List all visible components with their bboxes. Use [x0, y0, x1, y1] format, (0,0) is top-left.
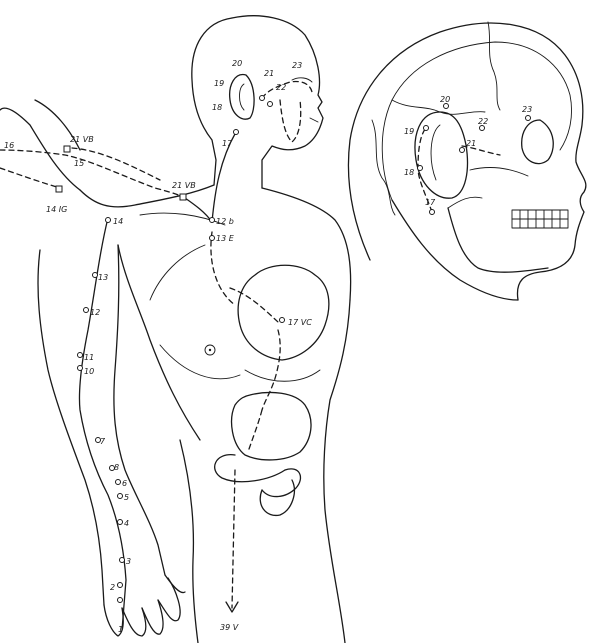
label-11: 11: [84, 353, 94, 362]
label-14: 14: [113, 217, 123, 226]
skull-label-21: 21: [466, 139, 476, 148]
skull-label-20: 20: [440, 95, 450, 104]
body-points: [56, 96, 285, 603]
label-3: 3: [126, 557, 131, 566]
label-17vc: 17 VC: [288, 318, 312, 327]
skull-label-23: 23: [522, 105, 532, 114]
skull-label-22: 22: [478, 117, 488, 126]
skull-label-18: 18: [404, 168, 414, 177]
label-14ig: 14 IG: [46, 205, 67, 214]
skull-label-17: 17: [425, 198, 436, 207]
skull-label-19: 19: [404, 127, 414, 136]
label-5: 5: [124, 493, 129, 502]
label-6: 6: [122, 479, 127, 488]
label-16: 16: [4, 141, 14, 150]
label-4: 4: [124, 519, 129, 528]
label-22: 22: [276, 83, 286, 92]
body-outline: [0, 16, 351, 643]
label-19: 19: [214, 79, 224, 88]
label-12: 12: [90, 308, 100, 317]
label-21vb: 21 VB: [70, 135, 94, 144]
label-18: 18: [212, 103, 222, 112]
label-21: 21: [264, 69, 274, 78]
label-1: 1: [118, 625, 123, 634]
label-17: 17: [222, 139, 233, 148]
label-13: 13: [98, 273, 108, 282]
label-23: 23: [292, 61, 302, 70]
label-15: 15: [74, 159, 84, 168]
label-21vb-2: 21 VB: [172, 181, 196, 190]
label-7: 7: [100, 437, 106, 446]
label-2: 2: [110, 583, 115, 592]
label-12b: 12 b: [216, 217, 234, 226]
label-13e: 13 E: [216, 234, 235, 243]
label-20: 20: [232, 59, 242, 68]
skull-outline: [348, 22, 585, 300]
label-10: 10: [84, 367, 94, 376]
label-8: 8: [114, 463, 119, 472]
label-39v: 39 V: [220, 623, 239, 632]
